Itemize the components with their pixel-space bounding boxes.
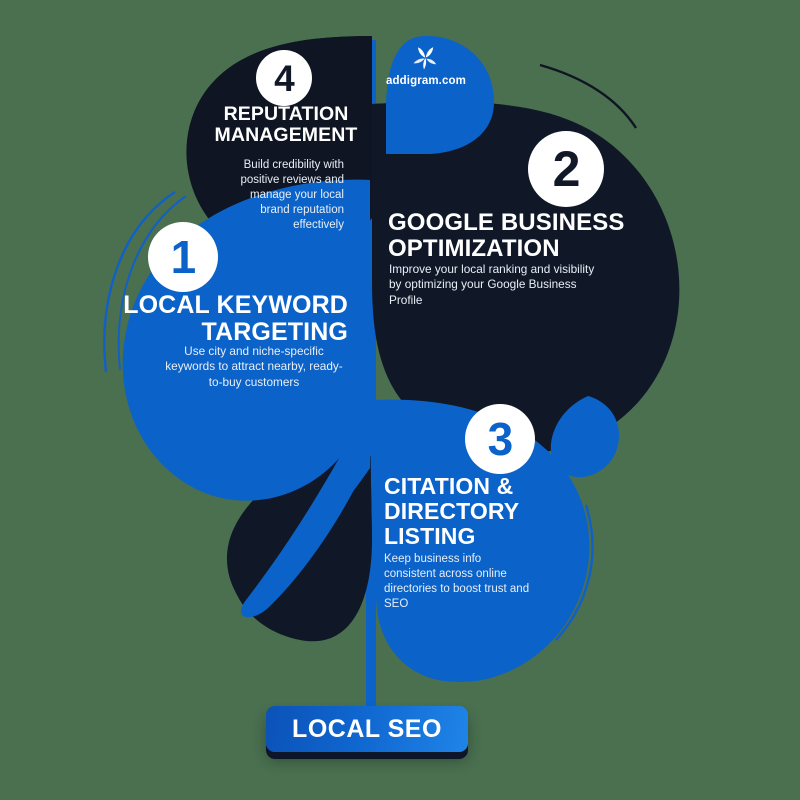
section-3-title: CITATION & DIRECTORY LISTING — [384, 473, 519, 549]
section-4-description: Build credibility with positive reviews … — [240, 159, 344, 231]
decorative-leaf-right-small — [550, 396, 619, 478]
section-1-title: LOCAL KEYWORD TARGETING — [123, 291, 348, 346]
section-1-description: Use city and niche-specific keywords to … — [165, 344, 343, 389]
section-3-stem — [366, 596, 376, 716]
section-3-description: Keep business info consistent across onl… — [384, 553, 530, 610]
section-3-shape-fill — [376, 399, 585, 682]
section-2-description: Improve your local ranking and visibilit… — [389, 262, 595, 307]
brand-logo[interactable]: addigram.com — [378, 44, 474, 100]
logo-pin-shape-fill — [386, 36, 492, 152]
section-4-title: REPUTATION MANAGEMENT — [214, 103, 358, 147]
section-2-title: GOOGLE BUSINESS OPTIMIZATION — [388, 209, 625, 262]
section-2-shape — [372, 101, 680, 454]
brand-name: addigram.com — [386, 75, 466, 87]
section-2-number-badge: 2 — [528, 131, 604, 207]
local-seo-button-label: LOCAL SEO — [292, 714, 442, 743]
decorative-arc-right-outer — [555, 504, 594, 641]
section-1-tail-fill — [241, 400, 372, 618]
decorative-arc-top-right — [539, 63, 638, 129]
section-1-number-badge: 1 — [148, 222, 218, 292]
section-3-number-badge: 3 — [465, 404, 535, 474]
decorative-arc-left-outer — [103, 190, 176, 373]
butterfly-leaf-icon — [413, 47, 437, 70]
decorative-arc-left-inner — [117, 195, 187, 371]
local-seo-button[interactable]: LOCAL SEO — [266, 706, 468, 752]
section-4-number-badge: 4 — [256, 50, 312, 106]
